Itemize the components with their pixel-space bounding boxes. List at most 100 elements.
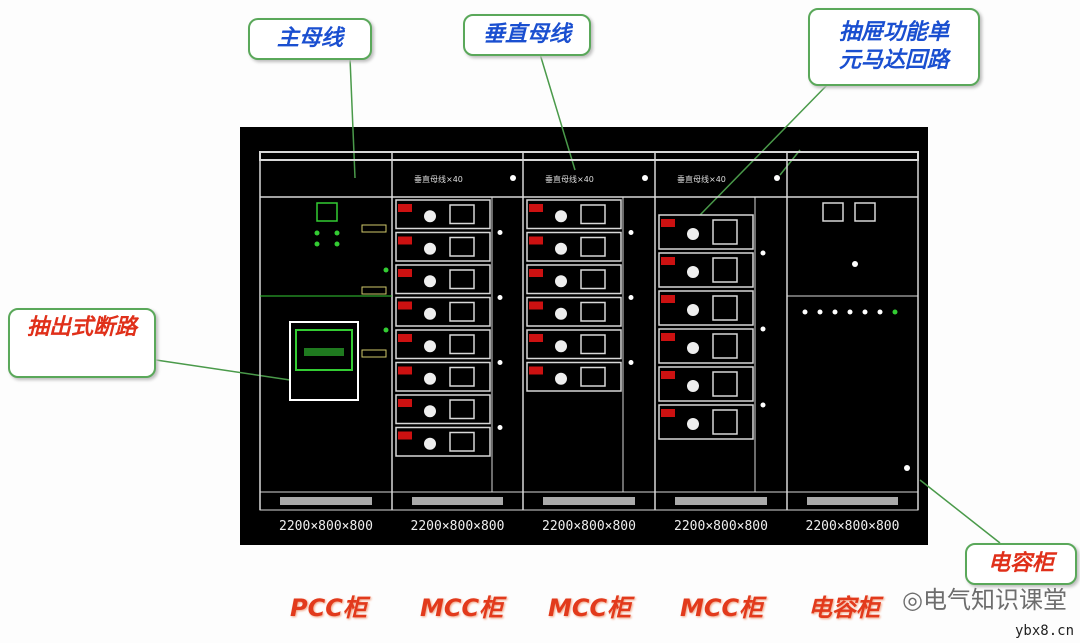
drawer-unit bbox=[526, 264, 622, 295]
drawer-handle bbox=[687, 342, 699, 354]
base-rail bbox=[543, 497, 635, 505]
cabinet-label-mcc-3: MCC柜 bbox=[680, 594, 764, 622]
terminal-dot bbox=[497, 360, 503, 365]
terminal-dot bbox=[760, 250, 766, 256]
drawer-handle bbox=[687, 228, 699, 240]
indicator-lamp bbox=[817, 309, 823, 315]
drawer-indicator bbox=[529, 269, 543, 277]
drawer-indicator bbox=[398, 269, 412, 277]
drawer-unit bbox=[526, 361, 622, 392]
leader-line bbox=[919, 479, 1001, 544]
indicator-lamp bbox=[832, 309, 838, 315]
cabinet-label-mcc-1: MCC柜 bbox=[420, 594, 504, 622]
drawer-indicator bbox=[529, 334, 543, 342]
drawer-unit bbox=[395, 329, 491, 360]
watermark-site: ybx8.cn bbox=[1015, 623, 1075, 639]
drawer-meter bbox=[712, 409, 738, 435]
indicator-lamp bbox=[847, 309, 853, 315]
drawer-meter bbox=[712, 333, 738, 359]
drawer-indicator bbox=[398, 334, 412, 342]
drawer-handle bbox=[424, 307, 436, 320]
terminal-dot bbox=[628, 360, 634, 365]
drawer-indicator bbox=[398, 236, 412, 245]
drawer-unit bbox=[395, 426, 491, 457]
drawer-handle bbox=[687, 380, 699, 392]
drawer-unit bbox=[395, 361, 491, 392]
drawer-indicator bbox=[529, 236, 543, 245]
drawer-meter bbox=[449, 334, 475, 355]
cabinet-header-label: 垂直母线×40 bbox=[545, 174, 594, 184]
drawer-unit bbox=[395, 199, 491, 230]
leader-line bbox=[699, 81, 831, 216]
drawer-indicator bbox=[661, 409, 675, 417]
watermark: ◎电气知识课堂 bbox=[902, 586, 1067, 614]
drawer-handle bbox=[424, 275, 436, 288]
drawer-unit bbox=[526, 231, 622, 262]
watermark-text: 电气知识课堂 bbox=[922, 586, 1067, 614]
drawer-handle bbox=[555, 372, 567, 385]
main-busbar bbox=[259, 151, 919, 161]
leader-line bbox=[539, 53, 576, 171]
pcc-handle bbox=[361, 224, 387, 233]
indicator-lamp bbox=[314, 241, 320, 247]
drawer-meter bbox=[449, 366, 475, 387]
drawer-unit bbox=[526, 296, 622, 327]
callout-withdrawable-breaker: 抽出式断路 bbox=[8, 308, 156, 378]
drawer-indicator bbox=[529, 204, 543, 212]
drawer-meter bbox=[712, 295, 738, 321]
pcc-handle bbox=[361, 286, 387, 295]
drawer-indicator bbox=[661, 371, 675, 379]
cap-meter bbox=[822, 202, 844, 222]
drawer-meter bbox=[449, 431, 475, 452]
indicator-lamp bbox=[334, 230, 340, 236]
drawer-meter bbox=[449, 236, 475, 257]
drawer-unit bbox=[526, 329, 622, 360]
indicator-lamp bbox=[892, 309, 898, 315]
cabinet-label-capacitor: 电容柜 bbox=[808, 594, 880, 622]
drawer-unit bbox=[395, 264, 491, 295]
drawer-handle bbox=[555, 210, 567, 223]
indicator-lamp bbox=[314, 230, 320, 236]
cabinet-header-label: 垂直母线×40 bbox=[677, 174, 726, 184]
drawer-unit bbox=[395, 394, 491, 425]
drawer-unit bbox=[658, 404, 754, 440]
callout-vertical-bus: 垂直母线 bbox=[463, 14, 591, 56]
drawer-unit bbox=[658, 214, 754, 250]
leader-line bbox=[779, 149, 801, 176]
drawer-meter bbox=[580, 236, 606, 257]
callout-drawer-unit: 抽屉功能单元马达回路 bbox=[808, 8, 980, 86]
breaker-label bbox=[304, 348, 344, 356]
terminal-dot bbox=[628, 295, 634, 300]
terminal-dot bbox=[510, 175, 516, 181]
terminal-dot bbox=[642, 175, 648, 181]
drawer-indicator bbox=[661, 333, 675, 341]
drawer-meter bbox=[580, 334, 606, 355]
leader-line bbox=[349, 57, 356, 179]
drawer-indicator bbox=[529, 366, 543, 375]
cabinet-header-label: 垂直母线×40 bbox=[414, 174, 463, 184]
drawer-handle bbox=[555, 275, 567, 288]
drawer-unit bbox=[658, 366, 754, 402]
cabinet-label-mcc-2: MCC柜 bbox=[548, 594, 632, 622]
drawer-unit bbox=[526, 199, 622, 230]
drawer-indicator bbox=[661, 295, 675, 303]
pcc-meter bbox=[316, 202, 338, 222]
indicator-lamp bbox=[877, 309, 883, 315]
callout-text: 主母线 bbox=[276, 26, 343, 51]
dimension-label: 2200×800×800 bbox=[411, 519, 505, 534]
base-rail bbox=[675, 497, 767, 505]
indicator-lamp bbox=[383, 327, 389, 333]
indicator-lamp bbox=[334, 241, 340, 247]
leader-line bbox=[155, 359, 291, 381]
drawer-handle bbox=[424, 242, 436, 255]
drawer-indicator bbox=[661, 219, 675, 227]
drawer-handle bbox=[687, 304, 699, 316]
breaker-body bbox=[295, 329, 353, 371]
drawer-indicator bbox=[398, 204, 412, 212]
drawer-meter bbox=[449, 269, 475, 290]
drawer-handle bbox=[424, 210, 436, 223]
terminal-dot bbox=[497, 230, 503, 235]
wechat-icon: ◎ bbox=[902, 586, 923, 614]
drawer-handle bbox=[555, 340, 567, 353]
drawer-handle bbox=[424, 437, 436, 450]
